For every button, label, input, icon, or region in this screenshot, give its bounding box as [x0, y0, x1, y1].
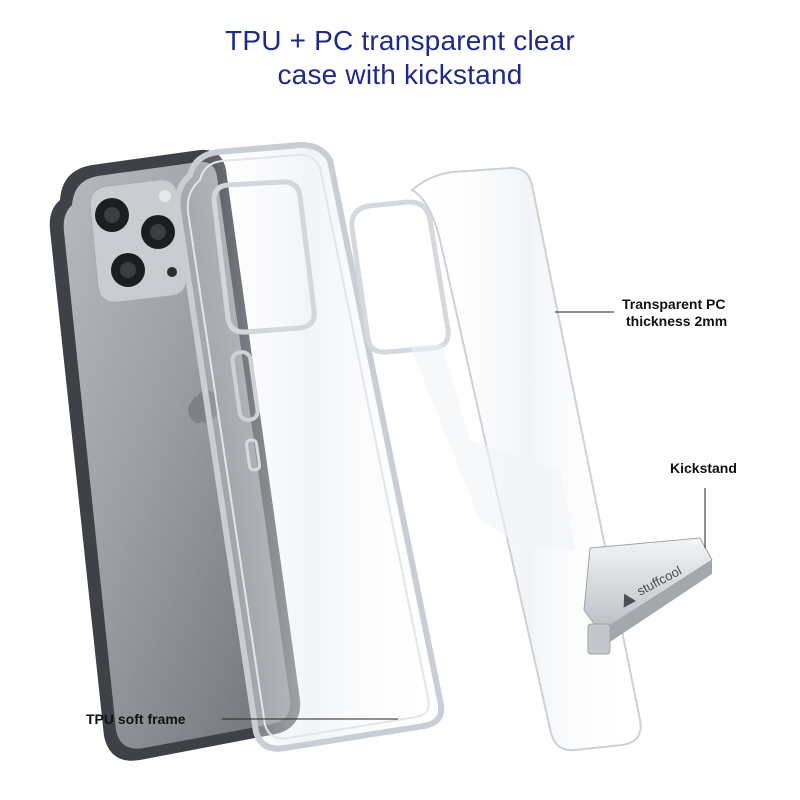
kickstand-hinge — [587, 623, 611, 655]
kickstand-callout: Kickstand — [670, 460, 737, 476]
pc-back-panel — [349, 166, 642, 752]
title-line-1: TPU + PC transparent clear — [225, 25, 575, 56]
title-line-2: case with kickstand — [277, 59, 523, 90]
stuffcool-logo-icon — [623, 593, 636, 608]
kickstand: stuffcool — [583, 537, 713, 655]
flash-icon — [159, 190, 171, 202]
side-button-cover — [230, 350, 260, 422]
pc-callout-line2: thickness 2mm — [626, 313, 728, 329]
pc-callout-line1: Transparent PC — [622, 296, 726, 312]
tpu-frame-outline — [174, 141, 445, 752]
tpu-frame-case — [174, 141, 445, 752]
page-title: TPU + PC transparent clear case with kic… — [0, 24, 800, 92]
tpu-frame-callout: TPU soft frame — [86, 711, 186, 727]
pc-callout: Transparent PC thickness 2mm — [622, 296, 727, 330]
pc-camera-window — [349, 199, 451, 355]
camera-cutout — [211, 179, 317, 335]
